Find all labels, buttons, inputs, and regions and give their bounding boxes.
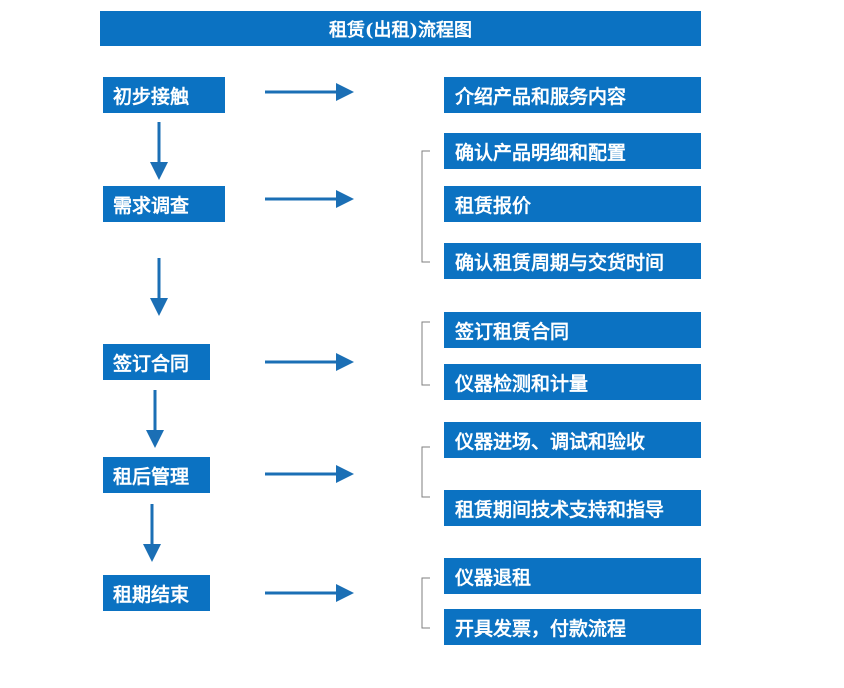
stage-post-rental-management: 租后管理 <box>103 457 210 493</box>
item-instrument-inspection: 仪器检测和计量 <box>444 364 701 400</box>
item-introduce-products: 介绍产品和服务内容 <box>444 77 701 113</box>
item-confirm-period-delivery: 确认租赁周期与交货时间 <box>444 243 701 279</box>
item-confirm-product-config: 确认产品明细和配置 <box>444 133 701 169</box>
bracket-lease-end <box>421 577 430 629</box>
diagram-title: 租赁(出租)流程图 <box>100 11 701 46</box>
item-technical-support: 租赁期间技术支持和指导 <box>444 490 701 526</box>
stage-needs-survey: 需求调查 <box>103 186 225 222</box>
item-instrument-installation: 仪器进场、调试和验收 <box>444 422 701 458</box>
bracket-sign-contract <box>421 321 430 386</box>
stage-lease-end: 租期结束 <box>103 575 210 611</box>
item-instrument-return: 仪器退租 <box>444 558 701 594</box>
stage-initial-contact: 初步接触 <box>103 77 225 113</box>
bracket-needs-survey <box>421 150 430 263</box>
stage-sign-contract: 签订合同 <box>103 344 210 380</box>
bracket-post-rental <box>421 446 430 498</box>
item-sign-rental-contract: 签订租赁合同 <box>444 312 701 348</box>
item-rental-quote: 租赁报价 <box>444 186 701 222</box>
item-invoice-payment: 开具发票，付款流程 <box>444 609 701 645</box>
